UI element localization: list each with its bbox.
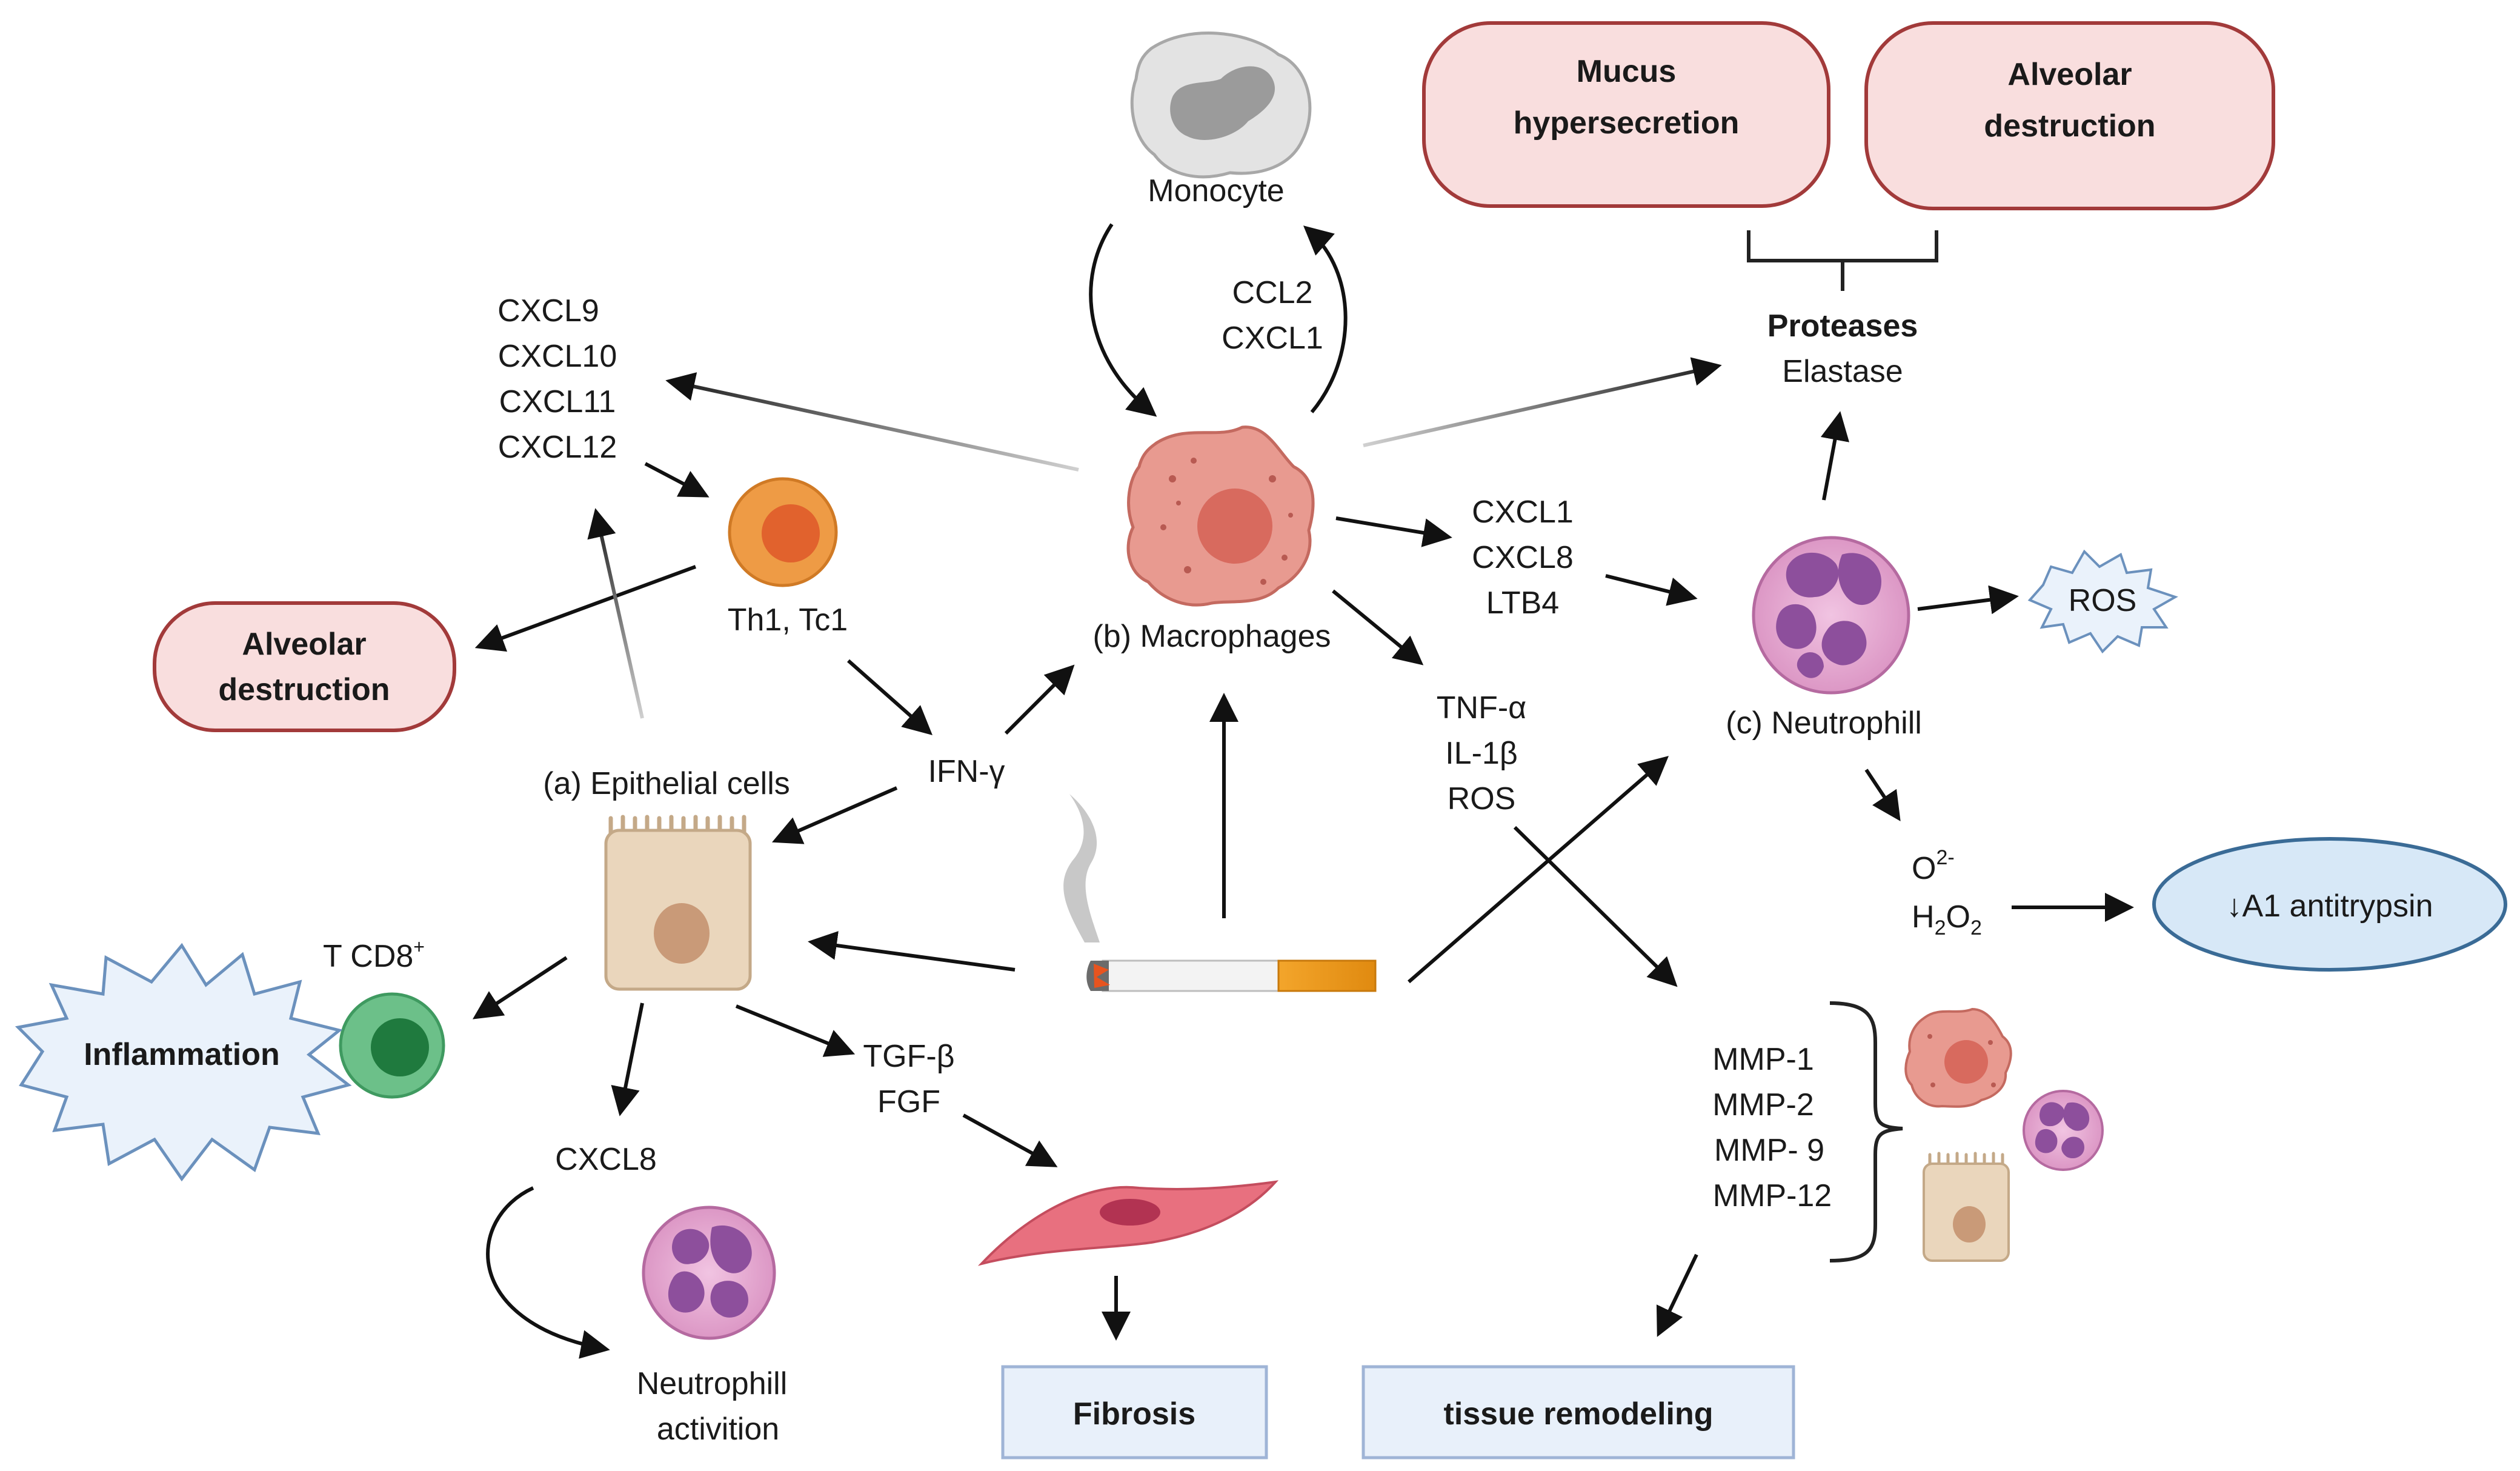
arrow-mmp-to-tissue-remodeling [1656,1253,1698,1337]
ros-mid-label: ROS [1448,781,1516,816]
neutrophil-icon [2023,1090,2104,1171]
mucus-label-1: Mucus [1577,54,1677,89]
cxcl8-bottom-label: CXCL8 [555,1142,657,1177]
arrow-cxcl-to-th1 [644,462,710,498]
arrow-tnf-list-to-mmp [1513,826,1678,987]
mucus-label-2: hypersecretion [1514,105,1740,141]
arrow-cxcl8-to-neutrophil-activation [486,1186,610,1359]
mmp1-label: MMP-1 [1712,1042,1814,1077]
arrow-cigarette-to-neutrophil [1408,756,1669,984]
arrow-ifn-to-macrophage [1004,664,1075,735]
ros-star: ROS [2027,549,2178,654]
epithelial-cell-icon [1923,1152,2010,1262]
cxcl11-label: CXCL11 [499,384,616,419]
antitrypsin-ellipse: ↓A1 antitrypsin [2152,837,2507,972]
arrow-macrophage-to-cxcl-list [665,372,1079,472]
alveolar-left-label-2: destruction [218,672,390,707]
mucus-hypersecretion-box: Mucus hypersecretion [1422,21,1830,208]
arrow-epithelial-to-tcd8 [472,956,568,1019]
inflammation-label: Inflammation [84,1037,280,1072]
epithelial-cells-label: (a) Epithelial cells [543,766,790,801]
inflammation-star: Inflammation [15,942,352,1182]
monocyte-label: Monocyte [1148,173,1284,208]
epithelial-cell-icon [604,815,752,991]
tcd8-label: T CD8+ [323,936,425,974]
arrow-macrophage-to-tnf-list [1332,589,1424,665]
cxcl9-label: CXCL9 [497,293,599,329]
ccl2-label: CCL2 [1232,275,1313,310]
alveolar-left-label-1: Alveolar [242,627,366,662]
mmp9-label: MMP- 9 [1714,1133,1824,1168]
fgf-label: FGF [877,1084,940,1119]
tissue-remodeling-label: tissue remodeling [1444,1396,1714,1432]
cxcl8-label: CXCL8 [1472,540,1574,575]
arrow-neutrophil-to-proteases [1820,411,1850,501]
arrow-monocyte-to-macrophage [1089,223,1157,417]
cxcl1-label: CXCL1 [1472,495,1574,530]
tissue-remodeling-box: tissue remodeling [1361,1365,1795,1459]
ltb4-label: LTB4 [1486,585,1559,621]
proteases-label: Proteases [1767,309,1918,344]
cxcl12-label: CXCL12 [498,430,617,465]
il1b-label: IL-1β [1445,736,1518,771]
arrow-epithelial-to-tgf [735,1004,856,1057]
arrow-tgf-to-fibroblast [962,1113,1058,1167]
fibrosis-label: Fibrosis [1073,1396,1195,1432]
arrow-macrophage-to-cxcl1-list [1335,516,1452,547]
fibroblast-icon [977,1180,1279,1266]
th1-tc1-cell-icon [728,477,838,587]
alveolar-destruction-top-box: Alveolar destruction [1864,21,2275,210]
mmp12-label: MMP-12 [1713,1178,1832,1213]
arrow-cxcl1-list-to-neutrophil [1605,574,1698,606]
arrow-cigarette-to-epithelial [808,931,1016,972]
elastase-label: Elastase [1782,354,1903,389]
h2o2-label: H2O2 [1912,899,1982,939]
arrow-th1-to-ifn [847,659,933,735]
ros-star-label: ROS [2069,583,2137,618]
boxes-bracket [1747,230,1938,291]
monocyte-icon [1130,32,1312,179]
arrow-neutrophil-to-o2 [1864,769,1901,821]
neutrophil-icon [642,1206,776,1340]
macrophage-icon [1126,425,1315,607]
t-cd8-cell-icon [339,992,445,1099]
neutrophill-label: (c) Neutrophill [1726,705,1922,741]
neutrophil-activation-label-2: activition [657,1412,779,1447]
tnf-alpha-label: TNF-α [1437,690,1526,725]
ifn-gamma-label: IFN-γ [928,754,1005,789]
neutrophil-icon [1752,536,1910,695]
alveolar-top-label-2: destruction [1984,108,2155,144]
arrow-macrophage-to-proteases [1363,357,1722,447]
smoke-icon [1063,794,1100,942]
macrophages-label: (b) Macrophages [1092,619,1331,654]
neutrophil-activation-label-1: Neutrophill [637,1366,788,1401]
fibrosis-box: Fibrosis [1001,1365,1268,1459]
macrophage-icon [1904,1007,2012,1108]
alveolar-destruction-left-box: Alveolar destruction [153,601,456,732]
arrow-th1-to-alveolar-destruction [474,565,697,652]
arrow-macrophage-to-monocyte [1303,225,1348,413]
cxcl10-label: CXCL10 [498,339,617,374]
arrow-epithelial-to-cxcl-list [587,508,644,719]
tgf-beta-label: TGF-β [863,1039,954,1074]
arrow-ifn-to-epithelial [771,786,898,844]
arrow-neutrophil-to-ros [1917,585,2019,615]
antitrypsin-label: ↓A1 antitrypsin [2226,889,2433,924]
cigarette-icon [1086,959,1377,992]
mmp-bracket [1829,1001,1903,1263]
o2-label: O2- [1912,846,1955,886]
mmp2-label: MMP-2 [1712,1087,1814,1122]
th1-tc1-label: Th1, Tc1 [728,602,848,638]
cxcl1-top-label: CXCL1 [1222,321,1323,356]
arrow-epithelial-to-cxcl8 [611,1002,644,1116]
alveolar-top-label-1: Alveolar [2007,57,2132,92]
